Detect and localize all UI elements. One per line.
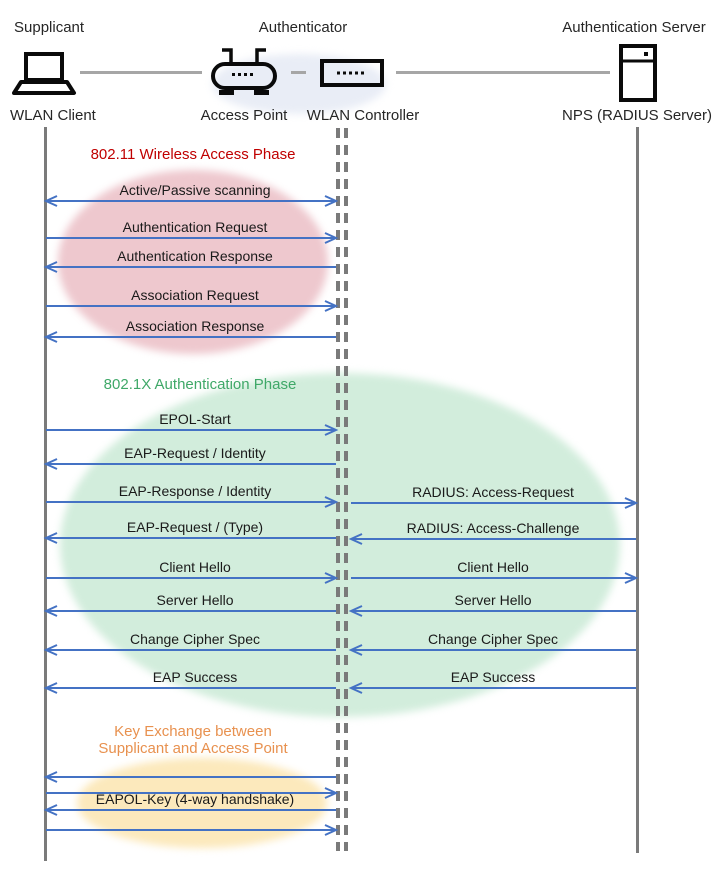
access-point-icon bbox=[210, 45, 278, 101]
message-label: Client Hello bbox=[159, 559, 231, 575]
message-label: Client Hello bbox=[457, 559, 529, 575]
role-supplicant: Supplicant bbox=[14, 19, 85, 36]
authenticator-lifeline-right bbox=[344, 128, 348, 851]
message-label: EAP-Request / (Type) bbox=[126, 519, 264, 535]
message-label: EAP Success bbox=[152, 669, 238, 685]
message-label: Change Cipher Spec bbox=[130, 631, 260, 647]
phase3-ellipse bbox=[77, 758, 327, 848]
laptop-icon bbox=[10, 52, 78, 98]
role-authenticator: Authenticator bbox=[258, 19, 348, 36]
message-label: Server Hello bbox=[156, 592, 234, 608]
message-label: RADIUS: Access-Request bbox=[412, 484, 574, 500]
message-label: Authentication Request bbox=[122, 219, 268, 235]
message-label: Authentication Response bbox=[117, 248, 273, 264]
supplicant-lifeline bbox=[44, 127, 47, 861]
phase2-title: 802.1X Authentication Phase bbox=[103, 376, 297, 393]
phase1-title: 802.11 Wireless Access Phase bbox=[90, 146, 296, 163]
message-label: RADIUS: Access-Challenge bbox=[406, 520, 580, 536]
phase2-ellipse bbox=[60, 373, 620, 717]
message-label: Association Response bbox=[125, 318, 265, 334]
message-label: EPOL-Start bbox=[159, 411, 231, 427]
connector-controller-to-server bbox=[396, 71, 610, 74]
device-label-nps-radius-server: NPS (RADIUS Server) bbox=[561, 107, 713, 124]
message-label: EAP Success bbox=[450, 669, 536, 685]
message-label: EAP-Response / Identity bbox=[118, 483, 272, 499]
role-authentication-server: Authentication Server bbox=[562, 19, 706, 36]
message-label: EAP-Request / Identity bbox=[124, 445, 266, 461]
device-label-access-point: Access Point bbox=[200, 107, 288, 124]
server-lifeline bbox=[636, 127, 639, 853]
message-label: Change Cipher Spec bbox=[428, 631, 558, 647]
message-label: EAPOL-Key (4-way handshake) bbox=[95, 791, 295, 807]
device-label-wlan-client: WLAN Client bbox=[10, 107, 96, 124]
connector-ap-to-controller bbox=[291, 71, 306, 74]
device-label-wlan-controller: WLAN Controller bbox=[306, 107, 420, 124]
connector-client-to-ap bbox=[80, 71, 202, 74]
server-icon bbox=[619, 44, 657, 102]
wlan-controller-icon bbox=[320, 59, 384, 87]
authenticator-lifeline-left bbox=[336, 128, 340, 851]
phase3-title: Key Exchange between Supplicant and Acce… bbox=[98, 723, 288, 757]
message-label: Active/Passive scanning bbox=[119, 182, 271, 198]
message-label: Association Request bbox=[131, 287, 259, 303]
message-label: Server Hello bbox=[454, 592, 532, 608]
